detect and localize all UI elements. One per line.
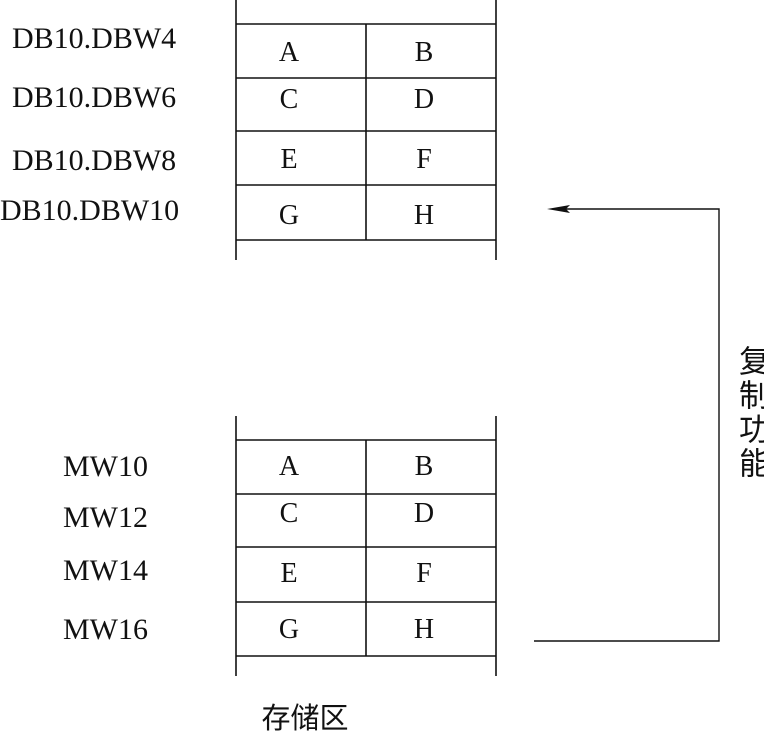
source-address-label: MW14: [63, 554, 148, 587]
dest-cell-high-byte: C: [280, 84, 299, 115]
copy-function-label: 复制功能: [733, 345, 764, 481]
copy-arrow-path: [534, 208, 720, 642]
source-cell-low-byte: D: [414, 498, 434, 529]
dest-cell-low-byte: B: [415, 37, 434, 68]
source-address-label: MW10: [63, 450, 148, 483]
source-block: MW10 MW12 MW14 MW16 A B C D E F G H: [63, 416, 497, 676]
source-address-label: MW16: [63, 613, 148, 646]
copy-arrow: [534, 205, 720, 642]
dest-cell-low-byte: F: [416, 144, 432, 175]
dest-address-label: DB10.DBW4: [12, 22, 176, 55]
dest-cell-high-byte: G: [279, 200, 299, 231]
destination-block: DB10.DBW4 DB10.DBW6 DB10.DBW8 DB10.DBW10…: [0, 0, 497, 260]
copy-arrow-head-icon: [547, 205, 570, 213]
dest-cell-high-byte: E: [280, 144, 297, 175]
dest-address-label: DB10.DBW8: [12, 144, 176, 177]
source-cell-high-byte: C: [280, 498, 299, 529]
dest-address-label: DB10.DBW6: [12, 81, 176, 114]
source-cell-high-byte: G: [279, 614, 299, 645]
source-cell-high-byte: E: [280, 558, 297, 589]
source-cell-low-byte: B: [415, 451, 434, 482]
dest-address-label: DB10.DBW10: [0, 194, 179, 227]
dest-cell-high-byte: A: [279, 37, 300, 68]
source-cell-low-byte: F: [416, 558, 432, 589]
storage-area-caption: 存储区: [261, 701, 348, 733]
source-address-label: MW12: [63, 501, 148, 534]
dest-cell-low-byte: H: [414, 200, 434, 231]
source-cell-low-byte: H: [414, 614, 434, 645]
source-cell-high-byte: A: [279, 451, 300, 482]
dest-cell-low-byte: D: [414, 84, 434, 115]
